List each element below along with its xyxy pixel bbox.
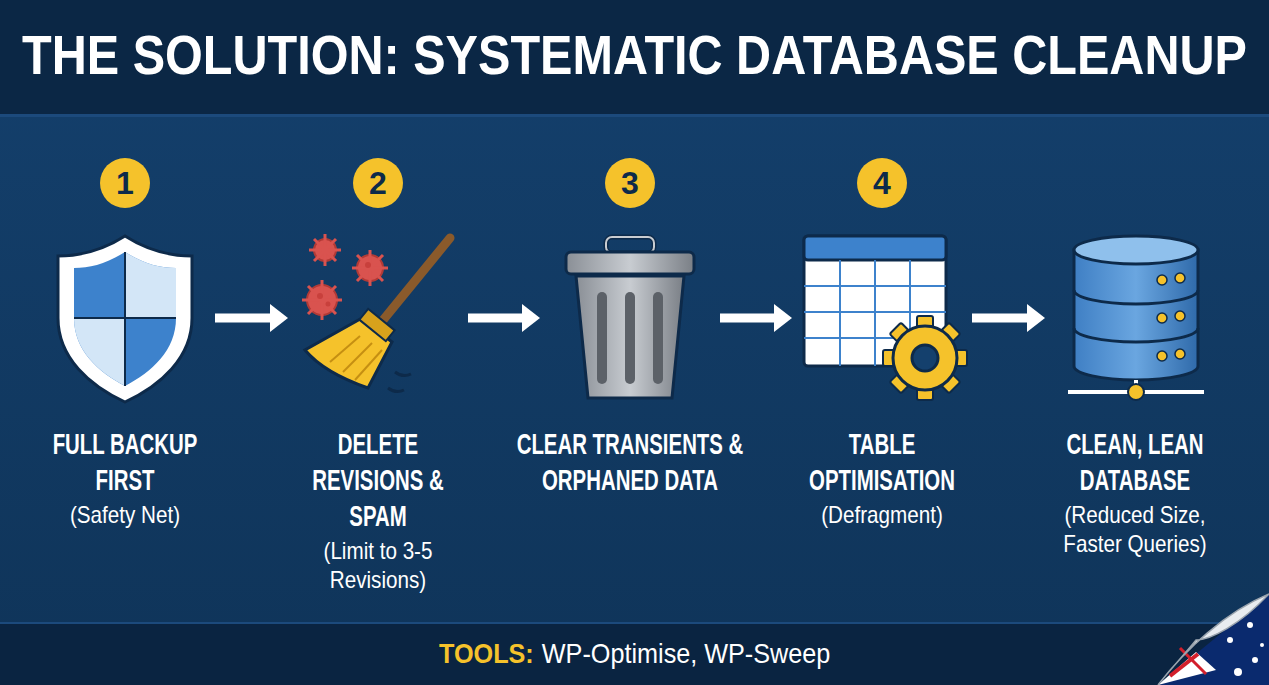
step-note: (Defragment) [787, 500, 976, 529]
tools-line: TOOLS: WP-Optimise, WP-Sweep [439, 636, 830, 672]
callout-number: 3 [605, 158, 655, 208]
flow-arrow [468, 304, 540, 332]
step-note: (Safety Net) [26, 500, 224, 529]
step-heading: CLEAR TRANSIENTS & ORPHANED DATA [511, 426, 749, 498]
step-node: CLEAR TRANSIENTS & ORPHANED DATA [510, 426, 750, 498]
table-gear-icon [804, 236, 967, 400]
step-node: TABLE OPTIMISATION(Defragment) [762, 426, 1002, 529]
step-heading: FULL BACKUP FIRST [37, 426, 214, 498]
title: THE SOLUTION: SYSTEMATIC DATABASE CLEANU… [22, 22, 1247, 88]
step-node: DELETE REVISIONS & SPAM(Limit to 3-5 Rev… [258, 426, 498, 594]
tools-list: WP-Optimise, WP-Sweep [542, 638, 830, 669]
shield-icon [58, 236, 192, 402]
flow-arrow [720, 304, 792, 332]
callout-number: 4 [857, 158, 907, 208]
tools-heading: TOOLS: [439, 638, 534, 669]
step-heading: CLEAN, LEAN DATABASE [1043, 426, 1227, 498]
step-node: CLEAN, LEAN DATABASE(Reduced Size, Faste… [1015, 426, 1255, 558]
step-note: (Reduced Size, Faster Queries) [1036, 500, 1234, 558]
flow-arrow [972, 304, 1045, 332]
callout-number: 2 [353, 158, 403, 208]
step-heading: DELETE REVISIONS & SPAM [293, 426, 463, 534]
step-heading: TABLE OPTIMISATION [773, 426, 991, 498]
callout-number: 1 [100, 158, 150, 208]
page-curl-flag [1158, 594, 1269, 685]
step-note: (Limit to 3-5 Revisions) [288, 536, 469, 594]
step-node: FULL BACKUP FIRST(Safety Net) [5, 426, 245, 529]
database-icon [1068, 236, 1204, 400]
trash-icon [566, 237, 694, 398]
broom-icon [302, 234, 450, 392]
flow-arrow [215, 304, 288, 332]
